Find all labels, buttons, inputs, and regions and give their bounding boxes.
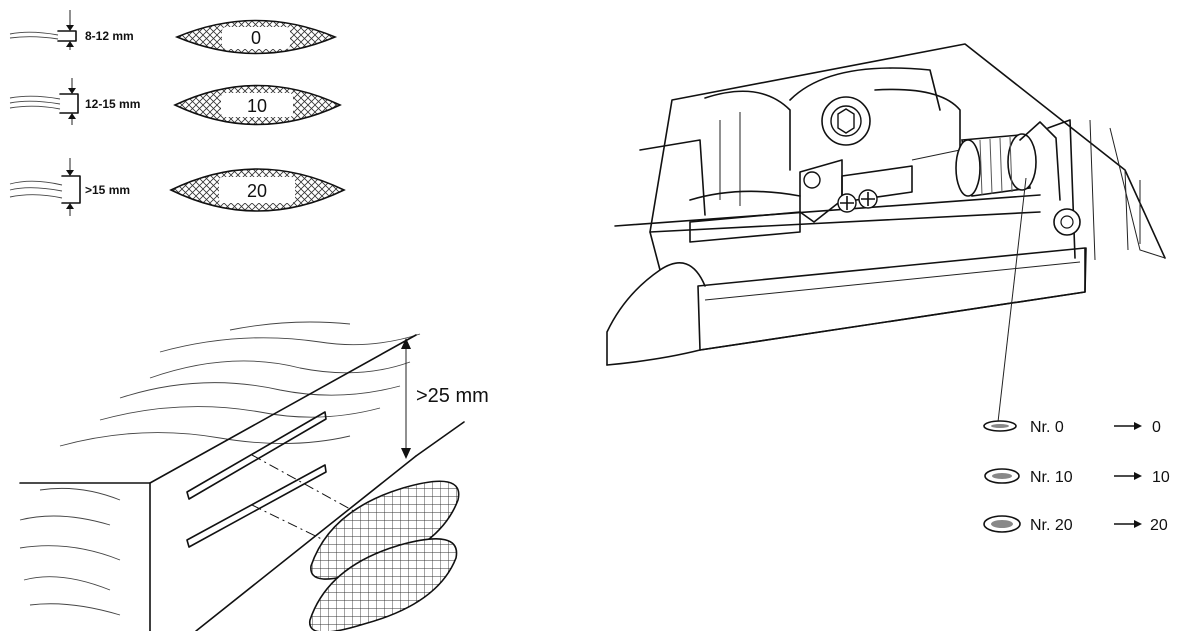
biscuit-icon xyxy=(309,538,458,631)
biscuit-size-label: 10 xyxy=(247,96,267,116)
biscuit-label: Nr. 10 xyxy=(1030,469,1073,486)
depth-legend-row: Nr. 20 20 xyxy=(983,515,1168,534)
screw-icon xyxy=(858,189,878,209)
depth-legend-row: Nr. 0 0 xyxy=(983,419,1161,436)
min-thickness-label: >25 mm xyxy=(416,385,489,407)
depth-setting-label: 10 xyxy=(1152,469,1170,486)
biscuit-joint-figure: >25 mm xyxy=(19,321,489,631)
biscuit-size-label: 20 xyxy=(247,181,267,201)
biscuit-nr20-icon xyxy=(983,515,1021,533)
biscuit-size-label: 0 xyxy=(251,28,261,48)
depth-adjuster-bracket xyxy=(799,149,963,223)
biscuit-size-0-icon xyxy=(174,19,338,55)
thickness-range-label: 8-12 mm xyxy=(85,29,134,43)
thickness-range-label: 12-15 mm xyxy=(85,97,140,111)
depth-setting-label: 0 xyxy=(1152,419,1161,436)
depth-knob-icon xyxy=(955,133,1037,197)
thickness-chart: 8-12 mm 0 12-15 mm 10 xyxy=(9,10,346,216)
thickness-row: >15 mm 20 xyxy=(9,158,346,216)
arrow-right-icon xyxy=(1114,520,1142,528)
biscuit-size-10-icon xyxy=(173,84,342,126)
depth-legend: Nr. 0 0 Nr. 10 10 Nr. 20 xyxy=(983,419,1170,534)
thickness-row: 8-12 mm 0 xyxy=(9,10,338,55)
biscuit-size-20-icon xyxy=(169,168,346,212)
biscuit-label: Nr. 0 xyxy=(1030,419,1064,436)
biscuit-label: Nr. 20 xyxy=(1030,517,1073,534)
joiner-machine-figure xyxy=(606,43,1166,423)
arrow-right-icon xyxy=(1114,422,1142,430)
biscuit-nr10-icon xyxy=(984,468,1020,484)
hex-bolt-icon xyxy=(821,96,871,146)
board-edge-icon xyxy=(9,78,79,125)
depth-legend-row: Nr. 10 10 xyxy=(984,468,1170,486)
screw-icon xyxy=(837,193,857,213)
depth-setting-label: 20 xyxy=(1150,517,1168,534)
thickness-range-label: >15 mm xyxy=(85,183,130,197)
biscuit-nr0-icon xyxy=(983,420,1017,432)
pivot-icon xyxy=(1053,208,1081,236)
board-edge-icon xyxy=(9,10,77,50)
thickness-row: 12-15 mm 10 xyxy=(9,78,342,126)
arrow-right-icon xyxy=(1114,472,1142,480)
board-edge-icon xyxy=(9,158,81,216)
